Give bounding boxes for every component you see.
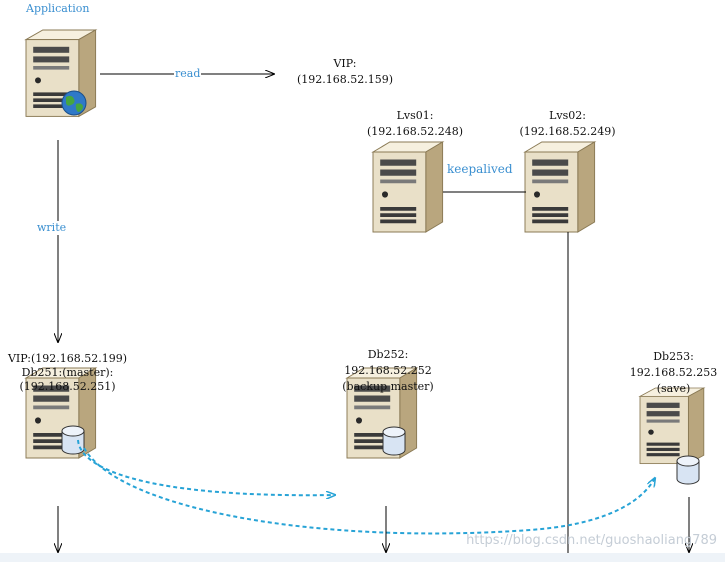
- lvs02-ip: (192.168.52.249): [519, 125, 616, 138]
- db251-ip: (192.168.52.251): [19, 380, 116, 393]
- lvs02-label: Lvs02: (192.168.52.249): [505, 109, 630, 139]
- replication-arrow-db253: [83, 447, 655, 535]
- db253-title: Db253:: [653, 350, 694, 363]
- db252-label: Db252: 192.168.52.252 (backup master): [328, 348, 448, 394]
- lvs02-server-icon: [524, 141, 596, 233]
- lvs01-label: Lvs01: (192.168.52.248): [355, 109, 475, 139]
- bottom-strip: [0, 553, 725, 562]
- db251-vip: VIP:(192.168.52.199): [7, 352, 128, 365]
- db251-title: Db251:(master):: [21, 366, 114, 379]
- lvs01-ip: (192.168.52.248): [366, 125, 464, 138]
- vip-read-ip: (192.168.52.159): [296, 73, 394, 86]
- globe-icon: [61, 90, 87, 116]
- db253-role: (save): [656, 382, 691, 395]
- db252-title: Db252:: [367, 348, 409, 361]
- keepalived-label: keepalived: [447, 162, 513, 176]
- replication-arrow-db252: [77, 439, 335, 495]
- write-label: write: [37, 221, 67, 235]
- read-label: read: [174, 67, 202, 81]
- db253-server-icon: [639, 387, 705, 465]
- db251-label: VIP:(192.168.52.199) Db251:(master): (19…: [0, 352, 135, 394]
- watermark: https://blog.csdn.net/guoshaoliang789: [466, 533, 717, 548]
- lvs01-server-icon: [372, 141, 444, 233]
- vip-read-title: VIP:: [333, 57, 357, 70]
- lvs01-title: Lvs01:: [396, 109, 434, 122]
- db253-label: Db253: 192.168.52.253 (save): [622, 350, 725, 396]
- vip-read-label: VIP: (192.168.52.159): [285, 57, 405, 87]
- db253-ip: 192.168.52.253: [629, 366, 718, 379]
- application-label: Application: [26, 2, 90, 15]
- db253-database-icon: [676, 455, 700, 485]
- db252-role: (backup master): [342, 380, 434, 393]
- db252-database-icon: [382, 426, 406, 456]
- db252-ip: 192.168.52.252: [344, 364, 432, 377]
- lvs02-title: Lvs02:: [549, 109, 586, 122]
